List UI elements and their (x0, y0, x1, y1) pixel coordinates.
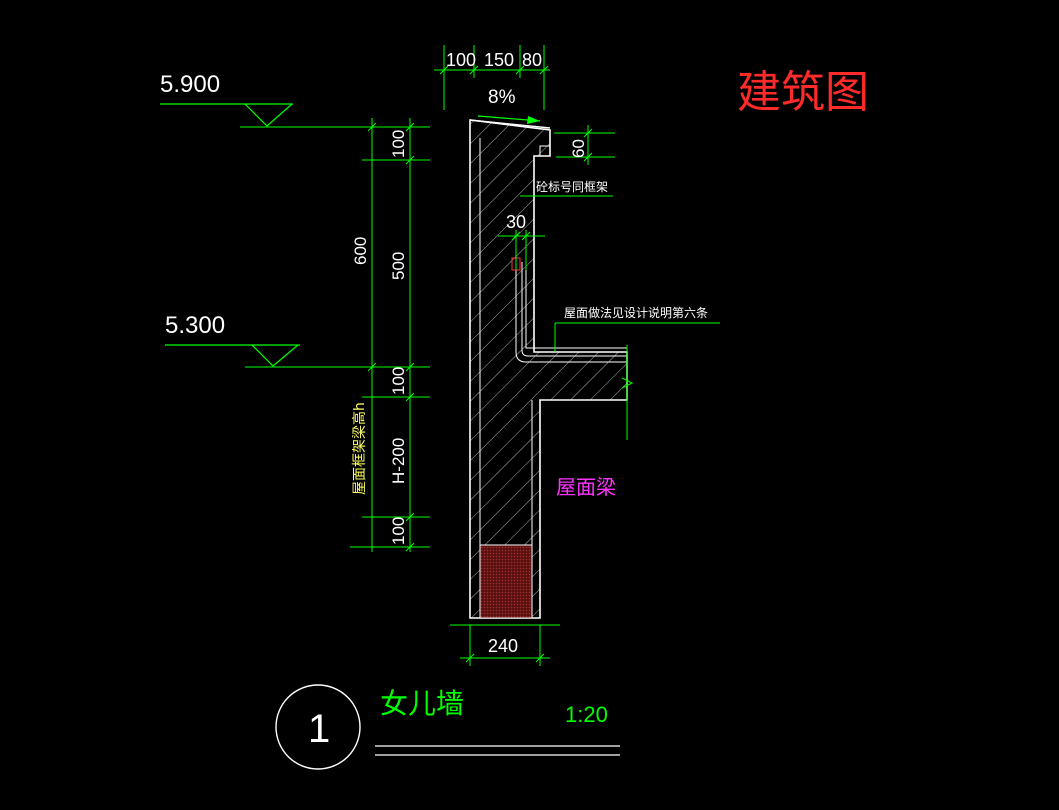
level-marker-mid: 5.300 (165, 312, 430, 368)
note-roof-beam: 屋面梁 (556, 475, 616, 499)
slope-arrow (477, 115, 541, 124)
dim-top-100: 100 (446, 50, 476, 70)
dim-outer-600: 600 (351, 237, 370, 265)
title-name: 女儿墙 (380, 687, 464, 720)
title-scale: 1:20 (565, 702, 608, 727)
slope-label: 8% (488, 87, 516, 108)
dim-bottom-240: 240 (488, 636, 518, 656)
dim-left-500: 500 (389, 252, 408, 280)
level-top-label: 5.900 (160, 71, 220, 98)
parapet-wall-section (469, 119, 628, 619)
drawing-title: 建筑图 (737, 67, 869, 118)
dim-30: 30 (506, 212, 526, 232)
note-roof-method: 屋面做法见设计说明第六条 (564, 305, 708, 320)
note-coping: 砼标号同框架 (536, 180, 608, 194)
dim-left-100-top: 100 (389, 130, 408, 158)
top-dimension-chain (434, 45, 550, 110)
dim-left-100-mid: 100 (389, 367, 408, 395)
title-block (275, 684, 620, 770)
dim-left-100-bottom: 100 (389, 517, 408, 545)
thirty-dimension (498, 230, 545, 270)
dim-left-h200: H-200 (389, 438, 408, 484)
dim-top-150: 150 (484, 50, 514, 70)
dim-top-80: 80 (522, 50, 542, 70)
level-mid-label: 5.300 (165, 312, 225, 339)
level-marker-top: 5.900 (160, 71, 430, 128)
dim-lip-60: 60 (569, 139, 588, 158)
lip-dimension (554, 125, 615, 165)
title-number: 1 (308, 707, 330, 751)
bottom-dimension (450, 624, 560, 666)
vertical-note-beam-height: 屋面框架梁高h (351, 402, 368, 495)
left-dimension-chain (350, 118, 430, 552)
